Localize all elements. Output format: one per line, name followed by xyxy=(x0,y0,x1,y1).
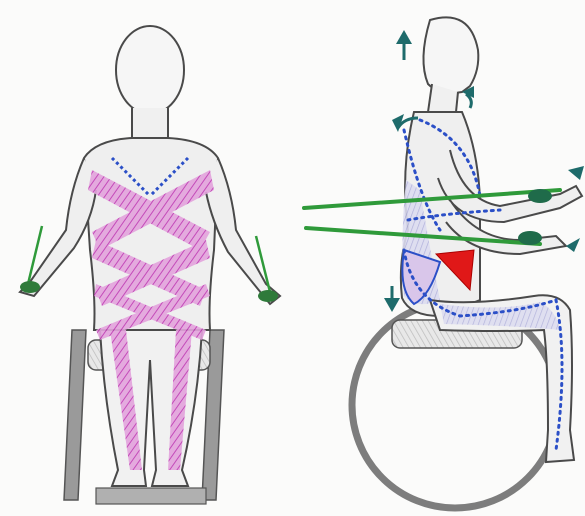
right-arm xyxy=(206,158,280,304)
front-seated-figure xyxy=(20,26,280,504)
left-arm xyxy=(20,158,96,296)
head xyxy=(116,26,184,114)
side-head xyxy=(423,17,478,93)
side-seated-figure xyxy=(304,17,584,508)
